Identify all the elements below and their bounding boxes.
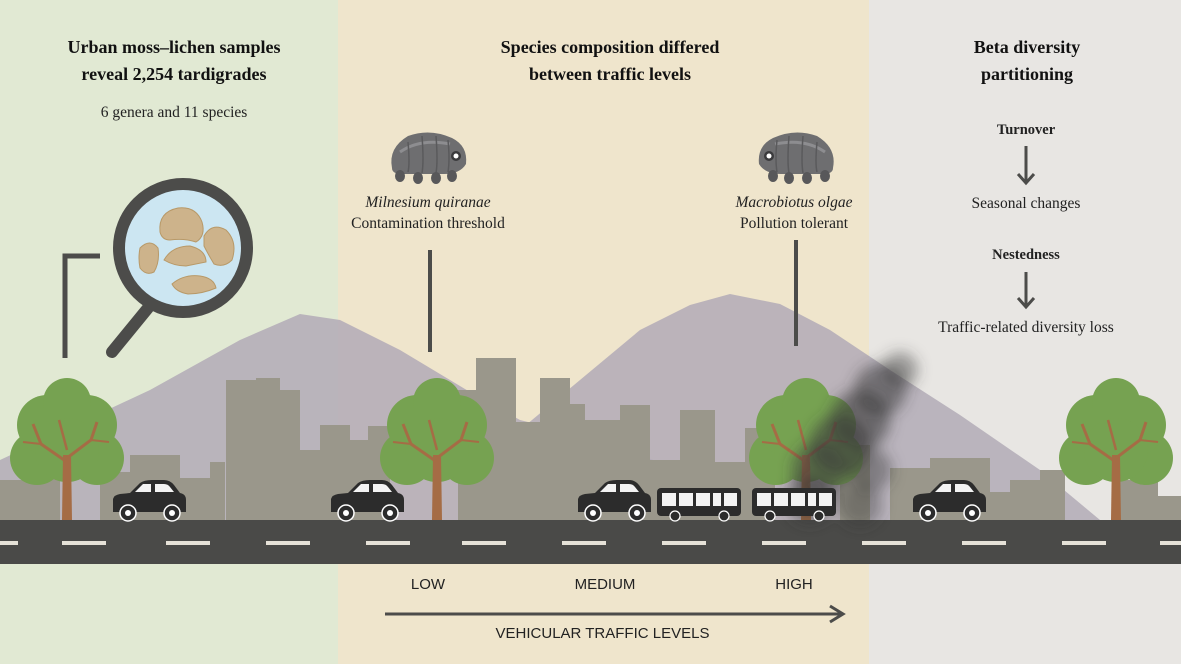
middle-title-line2: between traffic levels [529,64,691,84]
right-title-line1: Beta diversity [973,37,1081,57]
nestedness-heading: Nestedness [992,247,1060,263]
right-title: Beta diversity partitioning [879,34,1175,88]
traffic-axis-label: VEHICULAR TRAFFIC LEVELS [495,625,710,642]
traffic-level-low: LOW [410,576,446,593]
arrow-down-icon [1016,146,1036,186]
arrow-down-icon [1016,272,1036,310]
right-title-line2: partitioning [980,64,1073,84]
traffic-level-medium: MEDIUM [574,576,636,593]
middle-title: Species composition differed between tra… [430,34,790,88]
arrow-right-icon [385,604,846,624]
species-label-macrobiotus: Macrobiotus olgae Pollution tolerant [694,192,894,234]
magnifier-icon [62,178,253,358]
nestedness-result: Traffic-related diversity loss [938,319,1114,336]
left-subtitle: 6 genera and 11 species [100,104,248,121]
tardigrade-icon [757,130,836,186]
traffic-level-high: HIGH [775,576,813,593]
species-note: Contamination threshold [351,215,505,232]
turnover-result: Seasonal changes [971,195,1081,212]
middle-title-line1: Species composition differed [500,37,720,57]
species-note: Pollution tolerant [739,215,849,232]
species-name: Milnesium quiranae [365,194,491,211]
turnover-heading: Turnover [996,122,1056,138]
left-title: Urban moss–lichen samples reveal 2,254 t… [14,34,334,88]
species-name: Macrobiotus olgae [735,194,853,211]
species-label-milnesium: Milnesium quiranae Contamination thresho… [328,192,528,234]
left-title-line2: reveal 2,254 tardigrades [81,64,267,84]
left-title-line1: Urban moss–lichen samples [67,37,281,57]
tardigrade-icon [389,130,468,186]
